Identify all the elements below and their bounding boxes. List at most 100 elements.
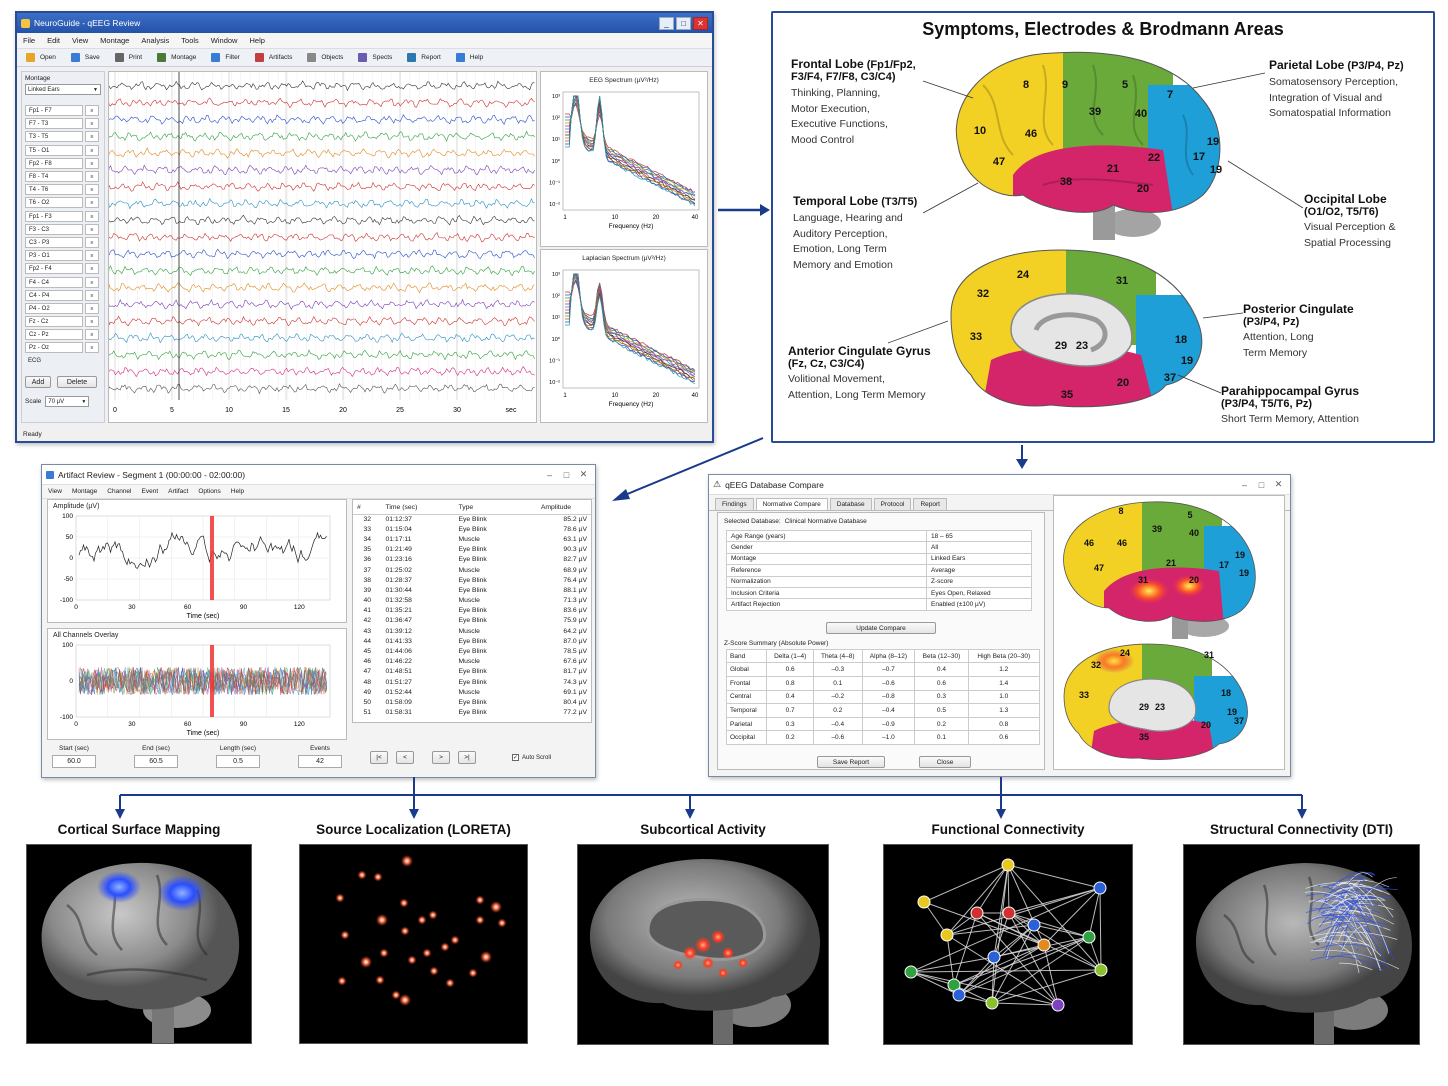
auto-scroll-checkbox[interactable]: ✓ Auto Scroll <box>512 754 551 761</box>
close-icon[interactable]: ✕ <box>579 469 588 479</box>
delete-button[interactable]: Delete <box>57 375 97 388</box>
menu-help[interactable]: Help <box>249 36 265 45</box>
toolbar-open-button[interactable]: Open <box>23 52 62 63</box>
channel-toggle-icon[interactable]: ≡ <box>85 236 99 248</box>
channel-row[interactable]: F7 - T3≡ <box>25 117 101 130</box>
channel-row[interactable]: T3 - T5≡ <box>25 130 101 143</box>
channel-toggle-icon[interactable]: ≡ <box>85 157 99 169</box>
toolbar-help-button[interactable]: Help <box>453 52 489 63</box>
channel-row[interactable]: F8 - T4≡ <box>25 170 101 183</box>
field-input[interactable]: 42 <box>298 755 342 768</box>
channel-toggle-icon[interactable]: ≡ <box>85 250 99 262</box>
toolbar-save-button[interactable]: Save <box>68 52 106 63</box>
channel-row[interactable]: ECG <box>25 355 101 368</box>
menu-window[interactable]: Window <box>210 36 238 45</box>
channel-row[interactable]: F3 - C3≡ <box>25 223 101 236</box>
channel-toggle-icon[interactable]: ≡ <box>85 105 99 117</box>
field-value[interactable]: Enabled (±100 µV) <box>926 598 1032 611</box>
channel-toggle-icon[interactable]: ≡ <box>85 329 99 341</box>
maximize-icon[interactable]: □ <box>563 469 570 480</box>
field-value[interactable]: 18 – 65 <box>926 529 1032 543</box>
channel-toggle-icon[interactable]: ≡ <box>85 144 99 156</box>
channel-row[interactable]: T6 - O2≡ <box>25 196 101 209</box>
channel-toggle-icon[interactable]: ≡ <box>85 263 99 275</box>
tab-protocol[interactable]: Protocol <box>873 498 912 510</box>
add-button[interactable]: Add <box>25 375 51 388</box>
channel-toggle-icon[interactable]: ≡ <box>85 289 99 301</box>
nav-button[interactable]: >| <box>458 751 476 764</box>
minimize-icon[interactable]: – <box>1241 479 1247 490</box>
channel-row[interactable]: Fp2 - F8≡ <box>25 157 101 170</box>
toolbar-artifacts-button[interactable]: Artifacts <box>252 52 298 63</box>
channel-row[interactable]: Fz - Cz≡ <box>25 315 101 328</box>
channel-row[interactable]: T4 - T6≡ <box>25 183 101 196</box>
channel-toggle-icon[interactable]: ≡ <box>85 184 99 196</box>
menu-montage[interactable]: Montage <box>71 488 98 495</box>
menu-help[interactable]: Help <box>230 488 245 495</box>
field-value[interactable]: Linked Ears <box>926 552 1032 566</box>
menu-event[interactable]: Event <box>141 488 159 495</box>
channel-toggle-icon[interactable]: ≡ <box>85 171 99 183</box>
channel-row[interactable]: Fp1 - F3≡ <box>25 210 101 223</box>
channel-toggle-icon[interactable]: ≡ <box>85 118 99 130</box>
channel-toggle-icon[interactable]: ≡ <box>85 316 99 328</box>
maximize-icon[interactable]: □ <box>1258 479 1265 490</box>
toolbar-print-button[interactable]: Print <box>112 52 148 63</box>
close-button[interactable]: Close <box>919 756 971 768</box>
close-icon[interactable]: ✕ <box>693 16 708 30</box>
channel-row[interactable]: P3 - O1≡ <box>25 249 101 262</box>
channel-toggle-icon[interactable]: ≡ <box>85 276 99 288</box>
channel-toggle-icon[interactable]: ≡ <box>85 197 99 209</box>
update-compare-button[interactable]: Update Compare <box>826 621 936 634</box>
field-value[interactable]: Eyes Open, Relaxed <box>926 586 1032 600</box>
nav-button[interactable]: > <box>432 751 450 764</box>
channel-row[interactable]: Cz - Pz≡ <box>25 328 101 341</box>
channel-row[interactable]: Fp1 - F7≡ <box>25 104 101 117</box>
menu-artifact[interactable]: Artifact <box>168 488 189 495</box>
field-value[interactable]: All <box>926 541 1032 554</box>
menu-file[interactable]: File <box>23 36 36 45</box>
database-value[interactable]: Clinical Normative Database <box>784 518 867 525</box>
field-input[interactable]: 0.5 <box>216 755 260 768</box>
minimize-icon[interactable]: _ <box>659 16 674 30</box>
channel-row[interactable]: T5 - O1≡ <box>25 144 101 157</box>
menu-montage[interactable]: Montage <box>100 36 130 45</box>
save-report-button[interactable]: Save Report <box>817 756 885 768</box>
close-icon[interactable]: ✕ <box>1274 479 1283 489</box>
channel-row[interactable]: Pz - Oz≡ <box>25 341 101 354</box>
menu-view[interactable]: View <box>48 488 62 495</box>
menu-view[interactable]: View <box>72 36 89 45</box>
channel-toggle-icon[interactable]: ≡ <box>85 223 99 235</box>
menu-edit[interactable]: Edit <box>47 36 61 45</box>
field-value[interactable]: Average <box>926 564 1032 577</box>
tab-normative-compare[interactable]: Normative Compare <box>755 498 828 510</box>
toolbar-objects-button[interactable]: Objects <box>304 52 349 63</box>
menu-options[interactable]: Options <box>198 488 221 495</box>
column-header[interactable]: # <box>357 504 361 512</box>
toolbar-spects-button[interactable]: Spects <box>355 52 398 63</box>
channel-toggle-icon[interactable]: ≡ <box>85 131 99 143</box>
tab-report[interactable]: Report <box>913 498 947 510</box>
channel-row[interactable]: F4 - C4≡ <box>25 275 101 288</box>
channel-row[interactable]: C4 - P4≡ <box>25 289 101 302</box>
column-header[interactable]: Time (sec) <box>385 504 418 512</box>
montage-select[interactable]: Linked Ears ▼ <box>25 84 101 95</box>
nav-button[interactable]: < <box>396 751 414 764</box>
tab-findings[interactable]: Findings <box>715 498 754 510</box>
